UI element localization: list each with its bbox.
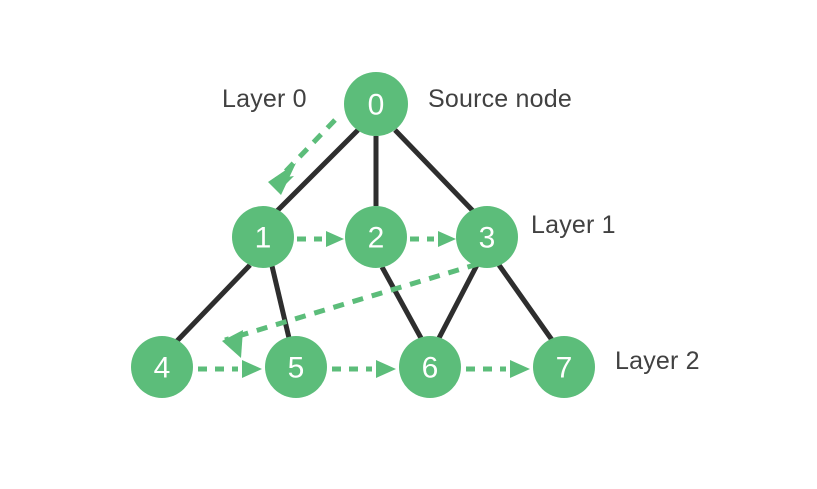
- graph-node-7[interactable]: 7: [533, 336, 595, 398]
- graph-node-5[interactable]: 5: [265, 336, 327, 398]
- graph-node-1[interactable]: 1: [232, 206, 294, 268]
- bfs-arrow-4-5: [198, 360, 262, 378]
- node-label-7: 7: [556, 352, 573, 385]
- node-label-0: 0: [368, 89, 385, 122]
- bfs-traversal-arrows: [198, 118, 530, 378]
- node-label-4: 4: [154, 352, 171, 385]
- node-circle-7[interactable]: [533, 336, 595, 398]
- graph-node-0[interactable]: 0: [344, 72, 408, 136]
- bfs-arrow-2-3: [410, 231, 456, 247]
- graph-node-4[interactable]: 4: [131, 336, 193, 398]
- annotation-layer-2: Layer 2: [615, 347, 700, 375]
- edge-0-1: [274, 128, 360, 214]
- bfs-arrow-0-1: [268, 118, 337, 195]
- graph-nodes: 0 1 2 3 4 5: [131, 72, 595, 398]
- edge-3-6: [436, 263, 480, 340]
- bfs-arrow-1-2: [297, 231, 344, 247]
- node-circle-5[interactable]: [265, 336, 327, 398]
- node-circle-0[interactable]: [344, 72, 408, 136]
- node-circle-2[interactable]: [345, 206, 407, 268]
- node-label-5: 5: [288, 352, 305, 385]
- node-circle-1[interactable]: [232, 206, 294, 268]
- node-label-6: 6: [422, 352, 439, 385]
- bfs-arrow-5-6: [332, 360, 396, 378]
- node-circle-4[interactable]: [131, 336, 193, 398]
- edge-3-7: [496, 263, 555, 342]
- annotation-source-node: Source node: [428, 85, 572, 113]
- bfs-arrow-3-4: [222, 261, 479, 358]
- edge-1-4: [174, 263, 252, 344]
- node-circle-3[interactable]: [456, 206, 518, 268]
- graph-node-3[interactable]: 3: [456, 206, 518, 268]
- bfs-arrow-6-7: [466, 360, 530, 378]
- edge-0-3: [393, 128, 476, 214]
- graph-node-2[interactable]: 2: [345, 206, 407, 268]
- edge-2-6: [379, 265, 424, 340]
- graph-edges: [174, 128, 555, 344]
- graph-node-6[interactable]: 6: [399, 336, 461, 398]
- annotation-layer-1: Layer 1: [531, 211, 616, 239]
- node-label-1: 1: [255, 222, 272, 255]
- node-circle-6[interactable]: [399, 336, 461, 398]
- node-label-2: 2: [368, 222, 385, 255]
- node-label-3: 3: [479, 222, 496, 255]
- edge-1-5: [269, 265, 292, 339]
- annotation-layer-0: Layer 0: [222, 85, 307, 113]
